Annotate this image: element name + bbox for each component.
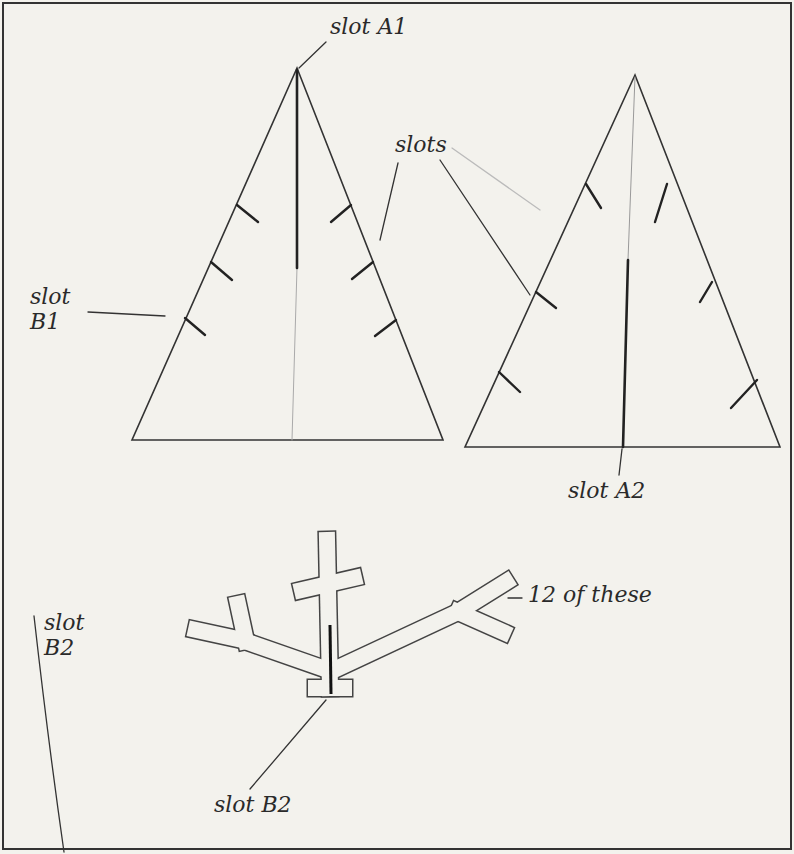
triangle-outline [465,75,780,447]
slot [586,184,601,208]
slot [731,380,757,408]
slot [700,282,712,302]
slot [536,292,556,308]
slot [211,262,232,280]
leader-line [88,312,165,316]
slot-label: slot B1 [30,284,88,335]
center-guide [628,77,635,260]
tree-half-right [465,75,780,447]
slot-b1 [185,318,205,335]
quantity-note: 12 of these [528,582,652,607]
leader-lines [34,42,622,852]
leader-line [299,42,326,68]
center-guide [292,268,297,440]
leader-line [440,160,530,295]
branch-piece [196,540,506,694]
leader-line [380,163,398,240]
slot [375,320,396,336]
slot [237,205,258,222]
frame [3,3,791,849]
triangle-outline [132,68,443,440]
leader-line [619,449,622,475]
slot-label: slot A2 [568,478,645,503]
slot-label: slot B2 [44,610,102,661]
slot-a2 [623,260,628,447]
slots-label: slots [395,132,447,157]
slot-label: slot B2 [214,792,292,817]
slot [655,184,667,222]
slot-a1 [296,70,299,268]
tree-half-left [132,68,443,440]
slot [331,205,351,222]
leader-line [452,148,540,210]
leader-line [508,597,522,598]
leader-line [250,700,326,789]
slot [352,262,373,279]
slot-label: slot A1 [330,14,407,39]
slot-b2 [330,625,331,694]
slot [499,372,520,392]
